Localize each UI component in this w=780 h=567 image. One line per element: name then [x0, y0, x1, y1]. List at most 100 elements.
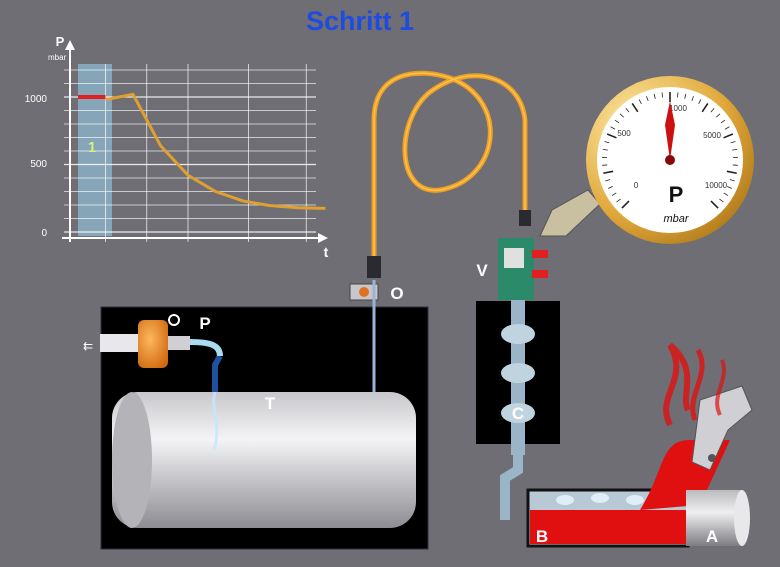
gauge-tick — [631, 103, 639, 113]
gauge-tick — [684, 93, 687, 99]
gauge-tick-label: 0 — [634, 181, 639, 190]
pump-hose — [189, 339, 223, 357]
heater-face — [734, 490, 750, 546]
gauge-tick — [710, 108, 715, 113]
tank-endcap — [112, 392, 152, 528]
label-bath: B — [536, 527, 548, 546]
gauge-tick — [653, 93, 656, 99]
gauge-tick — [608, 186, 613, 189]
gauge-tick — [723, 133, 734, 139]
gauge-tick-label: 10000 — [705, 181, 728, 190]
gauge-tick-label: 500 — [617, 129, 631, 138]
pressure-curve — [105, 92, 326, 210]
gauge-tick — [726, 170, 737, 175]
column-bulb — [501, 363, 535, 383]
gauge-tick — [698, 99, 702, 105]
steam-plume — [690, 348, 705, 421]
label-column: C — [512, 404, 524, 423]
hose-connector-v — [519, 210, 531, 226]
valve-assembly: V — [476, 238, 548, 300]
valve-body — [498, 238, 534, 300]
pressure-chart: P mbar t 1000 500 0 1 — [25, 34, 329, 260]
gauge-tick — [723, 192, 729, 196]
heater-block — [686, 490, 742, 546]
gauge-tick — [616, 198, 621, 203]
gauge-tick — [729, 179, 735, 182]
tubing — [367, 70, 531, 278]
condenser-column: C — [476, 300, 560, 520]
gauge-tick — [730, 141, 736, 144]
gauge-tick — [661, 92, 663, 98]
o-valve-knob — [359, 287, 369, 297]
gauge-hub — [665, 155, 675, 165]
valve-button-bottom — [532, 270, 548, 278]
gauge-tick — [701, 103, 709, 113]
label-o: O — [390, 284, 403, 303]
gauge-probe — [539, 189, 601, 237]
y-axis-unit: mbar — [48, 53, 67, 62]
chart-grid — [64, 64, 316, 242]
gauge-tick — [646, 96, 649, 102]
gauge-tick — [621, 200, 630, 209]
steam-plume — [715, 359, 726, 416]
gauge-tick — [610, 126, 616, 130]
valve-button-top — [532, 250, 548, 258]
gauge-tick — [724, 126, 730, 130]
gauge-tick — [732, 148, 738, 151]
gauge-tick — [710, 200, 719, 209]
label-valve: V — [476, 261, 488, 280]
hose-highlight — [373, 72, 526, 258]
phase-1-band — [78, 64, 112, 236]
column-bulb — [501, 403, 535, 423]
gauge-tick — [677, 92, 679, 98]
vessel-pivot — [708, 454, 716, 462]
hose-connector-o — [367, 256, 381, 278]
gauge-tick — [715, 113, 721, 118]
pump-outlet — [100, 334, 138, 352]
gauge-tick — [619, 113, 625, 118]
tank-body — [112, 392, 416, 528]
gauge-tick — [719, 198, 724, 203]
vapor-bubble — [556, 495, 574, 505]
gauge-symbol: P — [669, 182, 684, 207]
label-pump: P — [199, 314, 210, 333]
y-tick-label: 500 — [30, 159, 47, 170]
gauge-tick — [720, 119, 726, 124]
label-tank: T — [265, 394, 276, 413]
y-axis-label: P — [56, 34, 65, 49]
y-tick-label: 1000 — [25, 94, 48, 105]
gauge-tick-label: 1000 — [669, 104, 687, 113]
gauge-needle — [665, 101, 675, 160]
gauge-tick — [605, 179, 611, 182]
pouring-vessel — [691, 385, 753, 471]
gauge-tick — [727, 186, 732, 189]
tank-chamber: T ⇇ P — [83, 280, 429, 550]
page-title: Schritt 1 — [305, 6, 415, 36]
pressure-gauge: 0 500 1000 5000 10000 P mbar — [539, 76, 754, 244]
vapor-stream — [212, 391, 219, 451]
gauge-tick — [691, 96, 694, 102]
vapor-bubble — [626, 495, 644, 505]
gauge-tick — [602, 148, 608, 151]
x-axis-arrow — [318, 233, 328, 243]
steam-plume — [663, 342, 691, 427]
vacuum-hose — [371, 70, 528, 261]
pump-indicator — [168, 314, 180, 326]
exhaust-arrows-icon: ⇇ — [83, 339, 93, 353]
phase-marker: 1 — [88, 139, 96, 156]
pump-connector — [168, 336, 190, 350]
column-drain — [500, 444, 523, 520]
chart-series — [78, 92, 326, 210]
gauge-tick — [611, 192, 617, 196]
pump-filter — [138, 320, 168, 368]
bath-liquid — [530, 510, 686, 544]
column-bulb — [501, 324, 535, 344]
gauge-tick — [604, 141, 610, 144]
gauge-tick — [614, 119, 620, 124]
gauge-tick — [603, 170, 614, 175]
heated-bath: B A — [526, 342, 753, 548]
label-heater: A — [706, 527, 718, 546]
y-axis-arrow — [65, 40, 75, 50]
